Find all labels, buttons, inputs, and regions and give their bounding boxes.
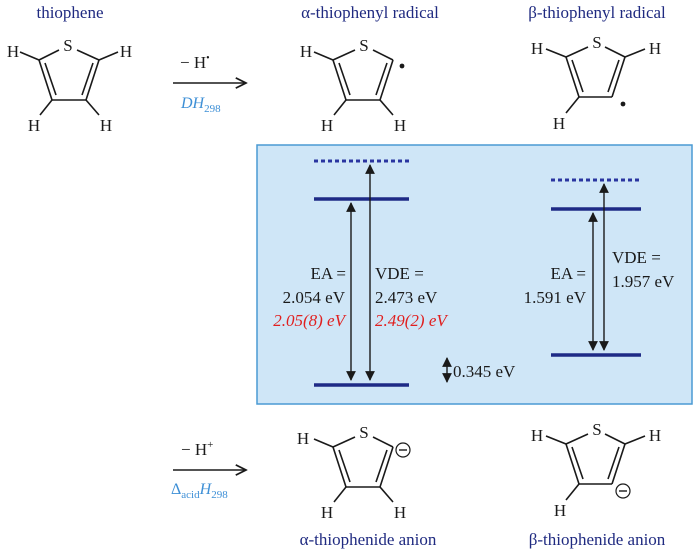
alpha-ea-label: EA =: [310, 264, 346, 283]
alpha-vde-value: 2.473 eV: [375, 288, 438, 307]
footer-beta-anion: β-thiophenide anion: [529, 530, 666, 549]
beta-radical-molecule: [545, 46, 646, 114]
negative-charge-icon: [615, 483, 631, 499]
header-beta-radical: β-thiophenyl radical: [528, 3, 666, 22]
beta-vde-value: 1.957 eV: [612, 272, 675, 291]
atom-h: H: [394, 503, 406, 522]
dh298-label: DH298: [180, 95, 221, 115]
atom-h: H: [321, 116, 333, 135]
beta-vde-label: VDE =: [612, 248, 661, 267]
dacid-h298-label: ΔacidH298: [171, 481, 228, 501]
atom-h: H: [649, 426, 661, 445]
atom-s: S: [592, 420, 601, 439]
energy-panel: [256, 144, 693, 405]
alpha-vde-label: VDE =: [375, 264, 424, 283]
atom-h: H: [120, 42, 132, 61]
negative-charge-icon: [395, 442, 411, 458]
atom-h: H: [100, 116, 112, 135]
footer-alpha-anion: α-thiophenide anion: [300, 530, 437, 549]
atom-h: H: [300, 42, 312, 61]
gap-value: 0.345 eV: [453, 362, 516, 381]
alpha-ea-exp: 2.05(8) eV: [273, 311, 347, 330]
beta-ea-value: 1.591 eV: [524, 288, 587, 307]
alpha-anion-molecule: [313, 436, 394, 503]
alpha-vde-exp: 2.49(2) eV: [375, 311, 449, 330]
atom-s: S: [592, 33, 601, 52]
header-alpha-radical: α-thiophenyl radical: [301, 3, 439, 22]
atom-h: H: [531, 426, 543, 445]
atom-h: H: [321, 503, 333, 522]
atom-h: H: [7, 42, 19, 61]
alpha-ea-value: 2.054 eV: [283, 288, 346, 307]
atom-h: H: [553, 114, 565, 133]
minus-h-radical: − H•: [180, 53, 210, 72]
thiophene-molecule: [19, 49, 119, 116]
radical-dot-icon: [399, 63, 405, 69]
beta-ea-label: EA =: [550, 264, 586, 283]
atom-s: S: [63, 36, 72, 55]
atom-h: H: [531, 39, 543, 58]
minus-h-anion: − H+: [181, 439, 213, 459]
atom-h: H: [297, 429, 309, 448]
atom-s: S: [359, 423, 368, 442]
atom-s: S: [359, 36, 368, 55]
alpha-radical-molecule: [313, 49, 394, 116]
radical-dot-icon: [620, 101, 626, 107]
atom-h: H: [28, 116, 40, 135]
atom-h: H: [394, 116, 406, 135]
atom-h: H: [554, 501, 566, 520]
atom-h: H: [649, 39, 661, 58]
beta-anion-molecule: [545, 433, 646, 501]
header-thiophene: thiophene: [36, 3, 103, 22]
